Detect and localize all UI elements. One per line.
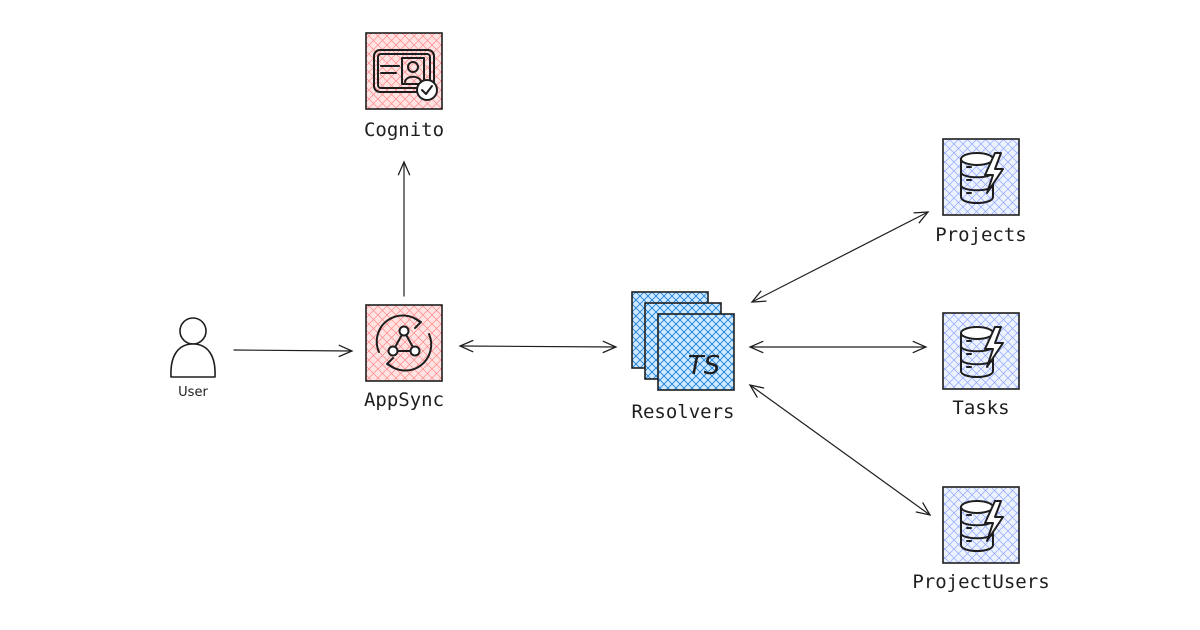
cognito-label: Cognito <box>364 119 444 141</box>
edge-resolvers-project-users <box>748 384 932 516</box>
graph-sync-icon <box>375 314 433 372</box>
id-card-check-icon <box>373 49 438 101</box>
user-node: User <box>170 317 216 400</box>
projects-label: Projects <box>935 224 1027 246</box>
database-lightning-icon <box>960 326 1004 378</box>
resolvers-label: Resolvers <box>632 401 735 423</box>
typescript-files-icon: TS <box>631 291 735 391</box>
user-label: User <box>178 385 208 400</box>
edge-appsync-resolvers <box>458 339 618 354</box>
appsync-node: AppSync <box>364 304 444 411</box>
project-users-label: ProjectUsers <box>912 571 1049 593</box>
database-lightning-icon <box>960 500 1004 552</box>
tasks-label: Tasks <box>952 397 1009 419</box>
database-lightning-icon <box>960 152 1004 204</box>
appsync-box <box>365 304 443 382</box>
project-users-node: ProjectUsers <box>912 486 1050 593</box>
projects-node: Projects <box>935 138 1027 246</box>
edge-resolvers-projects <box>750 211 930 303</box>
cognito-node: Cognito <box>364 32 444 141</box>
edge-user-appsync <box>233 344 354 358</box>
person-icon <box>170 317 216 378</box>
edges <box>233 160 932 516</box>
ts-badge: TS <box>688 351 720 381</box>
tasks-node: Tasks <box>942 312 1020 419</box>
appsync-label: AppSync <box>364 389 444 411</box>
resolvers-node: TS Resolvers <box>631 291 735 423</box>
